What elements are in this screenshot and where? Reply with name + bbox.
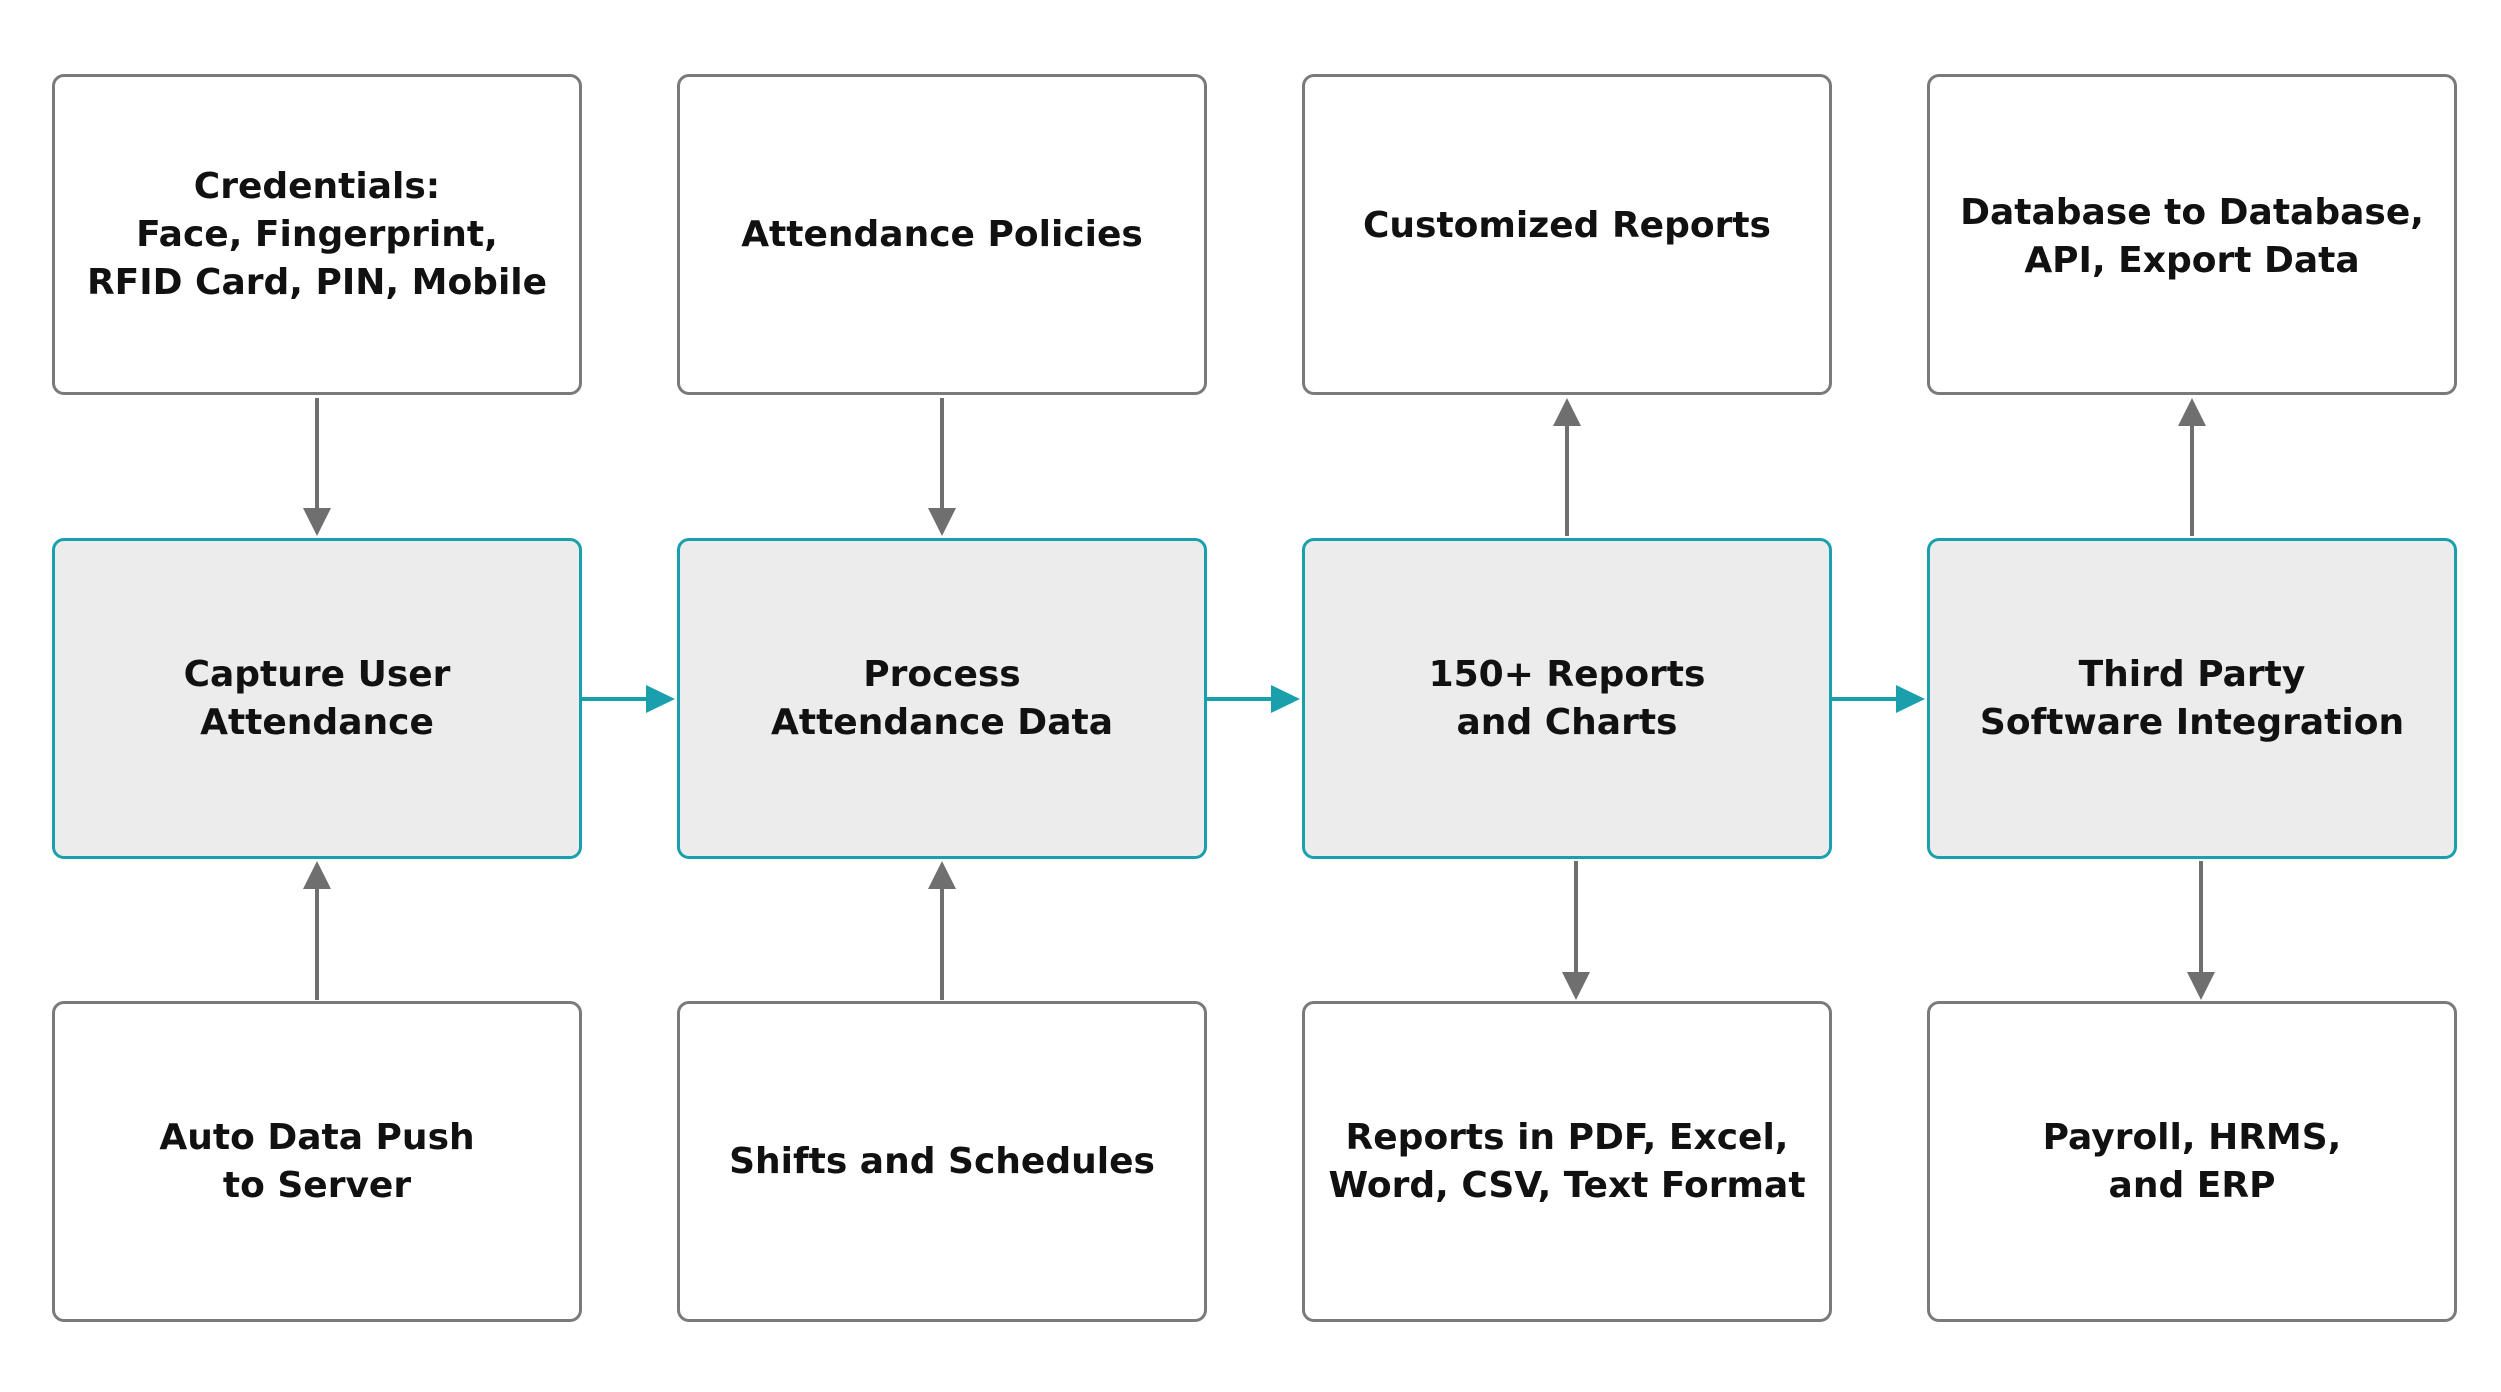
box-attendance-policies-label: Attendance Policies [741, 213, 1143, 255]
arrow-policies-to-process [928, 398, 956, 536]
box-attendance-policies: Attendance Policies [677, 74, 1207, 395]
box-reports-and-charts: 150+ Reports and Charts [1302, 538, 1832, 859]
arrow-process-to-reports [1207, 685, 1300, 713]
arrow-reports-to-integration [1832, 685, 1925, 713]
box-credentials-label: Credentials: Face, Fingerprint, RFID Car… [86, 165, 548, 303]
box-report-formats: Reports in PDF, Excel, Word, CSV, Text F… [1302, 1001, 1832, 1322]
arrow-autopush-to-capture [303, 861, 331, 1000]
box-credentials: Credentials: Face, Fingerprint, RFID Car… [52, 74, 582, 395]
box-auto-data-push: Auto Data Push to Server [52, 1001, 582, 1322]
arrow-credentials-to-capture [303, 398, 331, 536]
box-shifts-and-schedules-label: Shifts and Schedules [729, 1140, 1155, 1182]
box-capture-user-attendance: Capture User Attendance [52, 538, 582, 859]
box-database-integration: Database to Database, API, Export Data [1927, 74, 2457, 395]
box-report-formats-label: Reports in PDF, Excel, Word, CSV, Text F… [1328, 1116, 1806, 1206]
box-payroll-hrms-erp: Payroll, HRMS, and ERP [1927, 1001, 2457, 1322]
box-payroll-hrms-erp-label: Payroll, HRMS, and ERP [2042, 1116, 2342, 1206]
box-database-integration-label: Database to Database, API, Export Data [1960, 192, 2424, 281]
arrow-integration-to-payroll [2187, 861, 2215, 1000]
box-reports-and-charts-label: 150+ Reports and Charts [1428, 653, 1706, 743]
box-third-party-integration: Third Party Software Integration [1927, 538, 2457, 859]
box-auto-data-push-label: Auto Data Push to Server [159, 1116, 475, 1206]
arrow-shifts-to-process [928, 861, 956, 1000]
arrow-reports-to-formats [1562, 861, 1590, 1000]
arrow-reports-to-customized [1553, 398, 1581, 536]
box-customized-reports: Customized Reports [1302, 74, 1832, 395]
box-process-attendance-data: Process Attendance Data [677, 538, 1207, 859]
box-third-party-integration-label: Third Party Software Integration [1979, 653, 2405, 743]
box-capture-user-attendance-label: Capture User Attendance [183, 653, 451, 743]
box-shifts-and-schedules: Shifts and Schedules [677, 1001, 1207, 1322]
box-customized-reports-label: Customized Reports [1363, 205, 1771, 246]
box-process-attendance-data-label: Process Attendance Data [771, 653, 1113, 743]
arrow-integration-to-database [2178, 398, 2206, 536]
arrow-capture-to-process [582, 685, 675, 713]
